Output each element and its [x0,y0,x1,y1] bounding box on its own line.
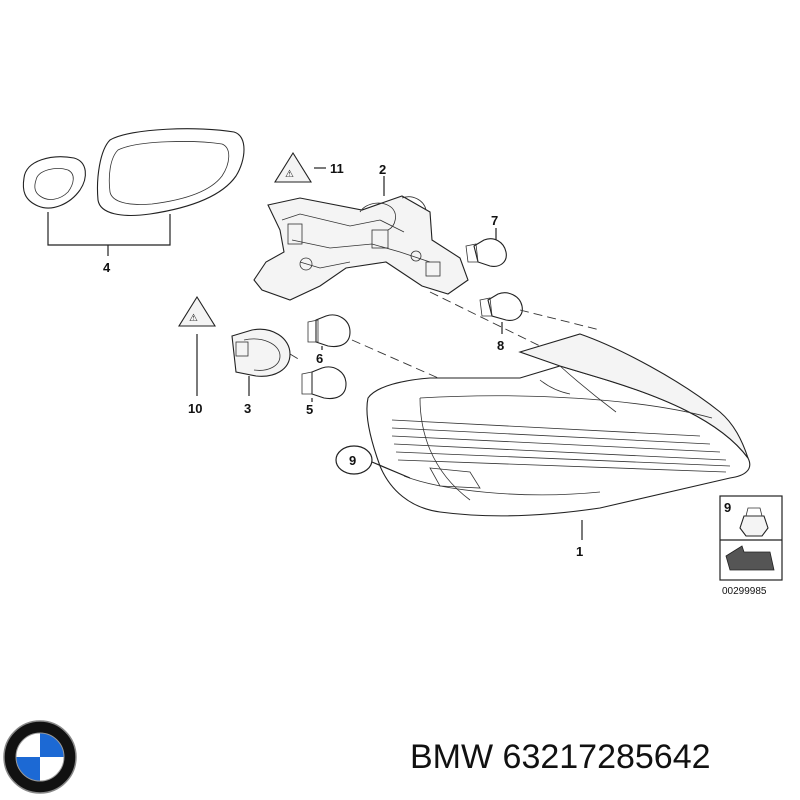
callout-4: 4 [103,260,111,275]
callout-9: 9 [349,453,356,468]
svg-text:⚠: ⚠ [285,169,294,180]
bulb-carrier [253,195,469,301]
bmw-logo [3,720,77,794]
assembly-line-3 [519,309,601,331]
rear-lamp [366,333,751,517]
callout-3: 3 [244,401,251,416]
bulb-8 [479,292,523,321]
leader-9 [371,461,411,479]
callout-5: 5 [306,402,313,417]
nut-icon [739,507,769,537]
callout-7: 7 [491,213,498,228]
inset-label: 9 [724,500,731,515]
callout-2: 2 [379,162,386,177]
callout-1: 1 [576,544,583,559]
bulb-7 [465,238,507,267]
callout-11: 11 [330,161,344,176]
callout-9-circle [335,445,373,475]
callout-10: 10 [188,401,202,416]
svg-text:⚠: ⚠ [189,313,198,324]
warning-label-10: ⚠ [178,295,216,327]
assembly-line-2 [429,291,541,347]
callout-8: 8 [497,338,504,353]
brand-part-number: BMW 63217285642 [410,738,711,776]
bulb-5 [301,366,347,400]
assembly-line-4 [289,353,301,361]
leader-4-bracket [47,212,171,246]
inset-code: 00299985 [722,586,767,597]
warning-label-11: ⚠ [274,151,312,183]
assembly-line-1 [351,339,471,393]
gasket-large [97,128,245,217]
bulb-socket-3 [231,328,291,377]
gasket-small [22,156,86,209]
arrow-icon [725,545,775,571]
callout-6: 6 [316,351,323,366]
inset-box: 9 00299985 [719,495,783,597]
bulb-6 [307,314,351,348]
